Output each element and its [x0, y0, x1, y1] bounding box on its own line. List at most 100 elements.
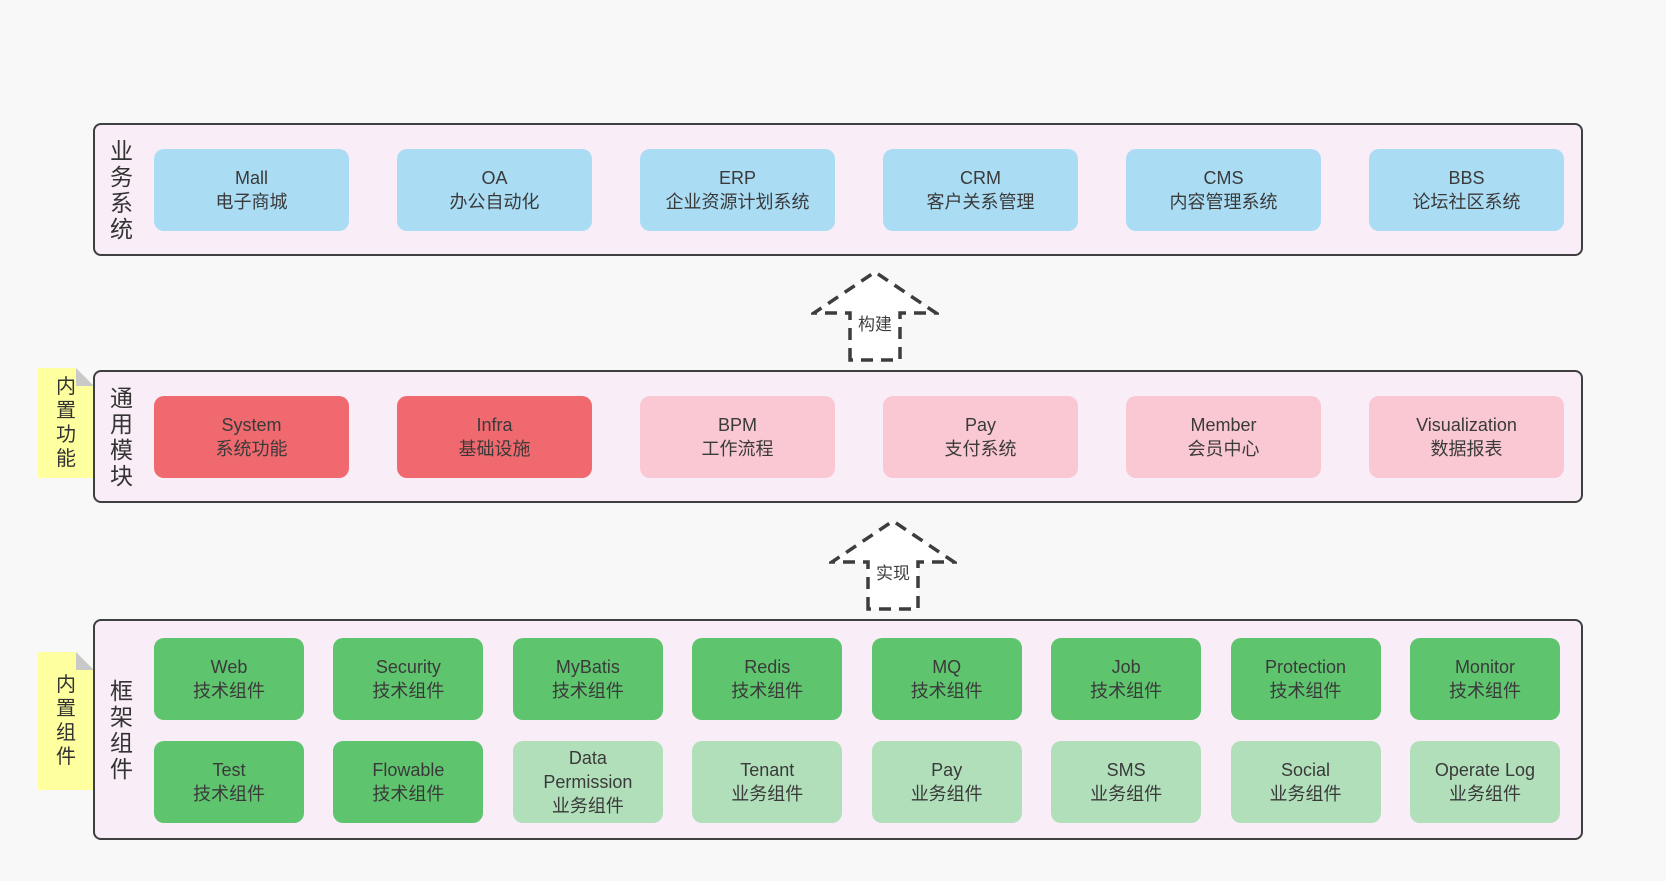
component-box-subtitle: 技术组件	[1090, 681, 1163, 701]
module-box: Visualization 数据报表	[1369, 395, 1564, 478]
component-box: Operate Log 业务组件	[1409, 741, 1560, 823]
layer-common-modules: 通用模块 System 系统功能 Infra 基础设施 BPM 工作流程	[93, 370, 1583, 503]
component-box-title: Test	[212, 760, 246, 780]
module-box-title: Pay	[964, 414, 997, 435]
component-box-title: MyBatis	[555, 657, 620, 677]
layer-framework-components: 框架组件 Web 技术组件 Security 技术组件 MyBatis	[93, 619, 1583, 840]
module-box-title: Visualization	[1416, 414, 1517, 435]
layer-business-systems: 业务系统 Mall 电子商城 OA 办公自动化 ERP 企业资源计划系统	[93, 123, 1583, 256]
component-box-subtitle: 业务组件	[551, 796, 624, 816]
component-box-title: MQ	[932, 657, 962, 677]
component-box-subtitle: 技术组件	[1448, 681, 1521, 701]
module-box: OA 办公自动化	[397, 148, 592, 231]
component-box-subtitle: 业务组件	[910, 784, 983, 804]
module-box-title: System	[221, 414, 282, 435]
module-box-subtitle: 电子商城	[215, 191, 288, 212]
module-box: Mall 电子商城	[154, 148, 349, 231]
component-box-subtitle: 技术组件	[910, 681, 983, 701]
component-box-subtitle: 技术组件	[1269, 681, 1342, 701]
module-box-title: CRM	[960, 167, 1001, 188]
component-box-title: Operate Log	[1434, 760, 1535, 780]
component-box-subtitle: 业务组件	[1448, 784, 1521, 804]
module-box: CMS 内容管理系统	[1126, 148, 1321, 231]
component-box: MyBatis 技术组件	[512, 638, 663, 720]
build-arrow: 构建	[811, 270, 939, 362]
component-box-title: Security	[375, 657, 441, 677]
component-box-subtitle: 技术组件	[372, 784, 445, 804]
component-box-subtitle: 技术组件	[372, 681, 445, 701]
module-box-subtitle: 内容管理系统	[1169, 191, 1278, 212]
module-box-title: BBS	[1448, 167, 1485, 188]
component-box: Test 技术组件	[154, 741, 304, 823]
module-box: ERP 企业资源计划系统	[640, 148, 835, 231]
component-box: Web 技术组件	[154, 638, 304, 720]
component-box: Pay 业务组件	[871, 741, 1022, 823]
module-box: BBS 论坛社区系统	[1369, 148, 1564, 231]
module-box: CRM 客户关系管理	[883, 148, 1078, 231]
module-box-subtitle: 会员中心	[1187, 438, 1260, 459]
component-box: Monitor 技术组件	[1409, 638, 1560, 720]
component-box-title: Social	[1281, 760, 1331, 780]
component-box-title: SMS	[1106, 760, 1146, 780]
component-box-title: Tenant	[740, 760, 795, 780]
business-box-row: Mall 电子商城 OA 办公自动化 ERP 企业资源计划系统 CRM 客户关系…	[154, 148, 1564, 231]
module-box-title: ERP	[718, 167, 756, 188]
components-box-rows: Web 技术组件 Security 技术组件 MyBatis 技术组件	[154, 638, 1560, 823]
module-box-subtitle: 系统功能	[215, 438, 288, 459]
module-box-subtitle: 支付系统	[944, 438, 1017, 459]
folded-corner-icon	[76, 652, 94, 670]
build-arrow-label: 构建	[856, 314, 894, 335]
sticky-note-label: 内置功能	[56, 376, 76, 470]
module-box-title: BPM	[717, 414, 757, 435]
component-box-subtitle: 业务组件	[731, 784, 804, 804]
component-box-subtitle: 技术组件	[193, 784, 265, 804]
module-box: Infra 基础设施	[397, 395, 592, 478]
component-box-title: Job	[1111, 657, 1141, 677]
components-row-2: Test 技术组件 Flowable 技术组件 Data Permission …	[154, 741, 1560, 823]
component-box-title: Pay	[931, 760, 963, 780]
component-box-title: Protection	[1265, 657, 1347, 677]
component-box: Redis 技术组件	[692, 638, 843, 720]
sticky-note-built-in-components: 内置组件	[38, 652, 94, 790]
component-box-title: Web	[210, 657, 248, 677]
implement-arrow-label: 实现	[874, 563, 912, 584]
module-box: System 系统功能	[154, 395, 349, 478]
component-box-title: Data Permission	[543, 748, 633, 792]
component-box-title: Monitor	[1454, 657, 1515, 677]
component-box-subtitle: 技术组件	[551, 681, 624, 701]
implement-arrow: 实现	[829, 519, 957, 611]
module-box-subtitle: 办公自动化	[449, 191, 540, 212]
component-box-subtitle: 技术组件	[193, 681, 265, 701]
module-box-title: Member	[1190, 414, 1257, 435]
component-box: MQ 技术组件	[871, 638, 1022, 720]
layer-caption: 框架组件	[110, 677, 133, 782]
component-box-subtitle: 业务组件	[1090, 784, 1163, 804]
module-box-subtitle: 客户关系管理	[926, 191, 1035, 212]
components-row-1: Web 技术组件 Security 技术组件 MyBatis 技术组件	[154, 638, 1560, 720]
component-box: Social 业务组件	[1230, 741, 1381, 823]
module-box-subtitle: 论坛社区系统	[1412, 191, 1521, 212]
component-box: SMS 业务组件	[1051, 741, 1202, 823]
module-box-subtitle: 基础设施	[458, 438, 531, 459]
component-box: Security 技术组件	[333, 638, 484, 720]
module-box-title: OA	[481, 167, 508, 188]
module-box-subtitle: 企业资源计划系统	[665, 191, 810, 212]
component-box: Data Permission 业务组件	[512, 741, 663, 823]
component-box: Protection 技术组件	[1230, 638, 1381, 720]
folded-corner-icon	[76, 368, 94, 386]
module-box-title: Infra	[476, 414, 513, 435]
module-box-title: CMS	[1203, 167, 1244, 188]
module-box: Member 会员中心	[1126, 395, 1321, 478]
sticky-note-built-in-features: 内置功能	[38, 368, 94, 478]
component-box: Job 技术组件	[1051, 638, 1202, 720]
component-box: Flowable 技术组件	[333, 741, 484, 823]
module-box: Pay 支付系统	[883, 395, 1078, 478]
component-box-title: Redis	[744, 657, 791, 677]
module-box: BPM 工作流程	[640, 395, 835, 478]
module-box-title: Mall	[234, 167, 268, 188]
component-box: Tenant 业务组件	[692, 741, 843, 823]
component-box-subtitle: 技术组件	[731, 681, 804, 701]
module-box-subtitle: 数据报表	[1430, 438, 1503, 459]
layer-caption: 通用模块	[110, 384, 133, 489]
